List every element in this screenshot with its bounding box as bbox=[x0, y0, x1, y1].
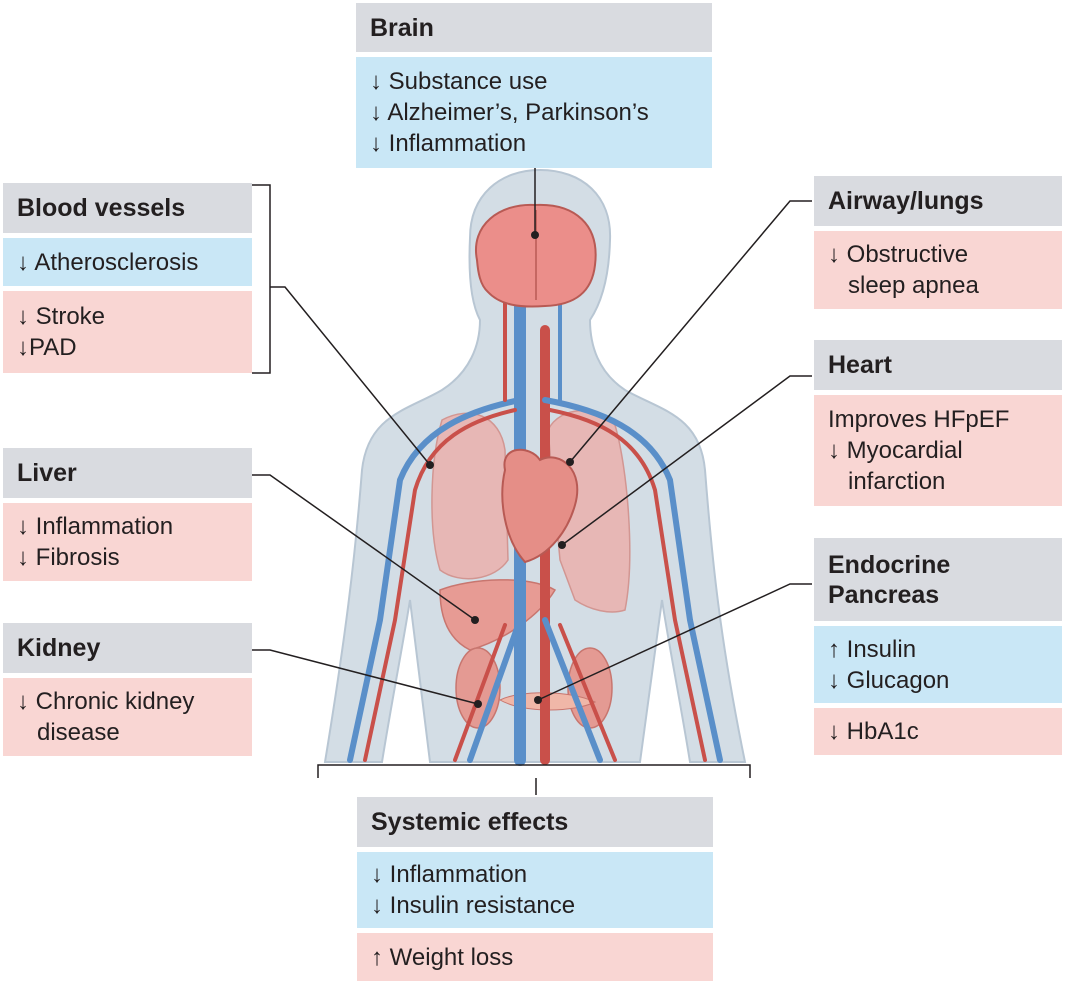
liver-panel: Liver ↓ Inflammation ↓ Fibrosis bbox=[3, 448, 252, 581]
systemic-effect-item: ↓ Insulin resistance bbox=[371, 892, 576, 919]
heart bbox=[501, 448, 579, 564]
endocrine-blue-effects: ↑ Insulin ↓ Glucagon bbox=[814, 626, 1062, 703]
airway-effect-item: ↓ Obstructive bbox=[828, 241, 969, 268]
blood-vessels-blue-effects: ↓ Atherosclerosis bbox=[3, 238, 252, 286]
blood-vessels-title: Blood vessels bbox=[17, 194, 186, 222]
brain-panel: Brain ↓ Substance use ↓ Alzheimer’s, Par… bbox=[356, 3, 712, 168]
endocrine-header: Endocrine Pancreas bbox=[814, 538, 1062, 621]
brain-title: Brain bbox=[370, 13, 434, 42]
liver-effects: ↓ Inflammation ↓ Fibrosis bbox=[3, 503, 252, 581]
brain-effects: ↓ Substance use ↓ Alzheimer’s, Parkinson… bbox=[356, 57, 712, 168]
systemic-blue-effects: ↓ Inflammation ↓ Insulin resistance bbox=[357, 852, 713, 928]
heart-effect-item: ↓ Myocardial bbox=[828, 437, 963, 464]
endocrine-effect-item: ↓ HbA1c bbox=[828, 718, 919, 745]
airway-title: Airway/lungs bbox=[828, 187, 984, 215]
brain-effect-item: ↓ Alzheimer’s, Parkinson’s bbox=[370, 99, 649, 126]
airway-effects: ↓ Obstructive sleep apnea bbox=[814, 231, 1062, 309]
systemic-pink-effects: ↑ Weight loss bbox=[357, 933, 713, 981]
kidney-title: Kidney bbox=[17, 634, 101, 662]
kidney-effect-item: disease bbox=[17, 719, 120, 746]
endocrine-title: Endocrine Pancreas bbox=[828, 550, 951, 609]
kidney-effects: ↓ Chronic kidney disease bbox=[3, 678, 252, 756]
endocrine-panel: Endocrine Pancreas ↑ Insulin ↓ Glucagon … bbox=[814, 538, 1062, 755]
leader-dots bbox=[426, 231, 574, 708]
liver bbox=[439, 579, 557, 651]
brain-effect-item: ↓ Substance use bbox=[370, 68, 548, 95]
blood-vessels-header: Blood vessels bbox=[3, 183, 252, 233]
systemic-header: Systemic effects bbox=[357, 797, 713, 847]
endocrine-pink-effects: ↓ HbA1c bbox=[814, 708, 1062, 755]
brain-effect-item: ↓ Inflammation bbox=[370, 130, 527, 157]
liver-title: Liver bbox=[17, 459, 77, 487]
blood-vessels-panel: Blood vessels ↓ Atherosclerosis ↓ Stroke… bbox=[3, 183, 252, 373]
endocrine-effect-item: ↓ Glucagon bbox=[828, 666, 950, 694]
systemic-panel: Systemic effects ↓ Inflammation ↓ Insuli… bbox=[357, 797, 713, 981]
endocrine-effect-item: ↑ Insulin bbox=[828, 635, 917, 663]
airway-header: Airway/lungs bbox=[814, 176, 1062, 226]
heart-header: Heart bbox=[814, 340, 1062, 390]
heart-panel: Heart Improves HFpEF ↓ Myocardial infarc… bbox=[814, 340, 1062, 506]
kidney-effect-item: ↓ Chronic kidney bbox=[17, 688, 195, 715]
blood-vessels-effect-item: ↓ Stroke bbox=[17, 303, 106, 330]
systemic-effect-item: ↓ Inflammation bbox=[371, 861, 528, 888]
vessels bbox=[347, 288, 723, 766]
kidney-panel: Kidney ↓ Chronic kidney disease bbox=[3, 623, 252, 756]
heart-title: Heart bbox=[828, 351, 892, 379]
airway-effect-item: sleep apnea bbox=[828, 272, 979, 299]
heart-effect-item: Improves HFpEF bbox=[828, 406, 1010, 433]
heart-effects: Improves HFpEF ↓ Myocardial infarction bbox=[814, 395, 1062, 506]
blood-vessels-effect-item: ↓PAD bbox=[17, 334, 77, 361]
systemic-title: Systemic effects bbox=[371, 808, 569, 836]
airway-panel: Airway/lungs ↓ Obstructive sleep apnea bbox=[814, 176, 1062, 309]
heart-effect-item: infarction bbox=[828, 468, 946, 495]
left-lung bbox=[431, 412, 509, 580]
kidney-header: Kidney bbox=[3, 623, 252, 673]
brain-header: Brain bbox=[356, 3, 712, 52]
liver-effect-item: ↓ Fibrosis bbox=[17, 544, 120, 571]
systemic-effect-item: ↑ Weight loss bbox=[371, 943, 514, 971]
blood-vessels-pink-effects: ↓ Stroke ↓PAD bbox=[3, 291, 252, 373]
liver-effect-item: ↓ Inflammation bbox=[17, 513, 174, 540]
liver-header: Liver bbox=[3, 448, 252, 498]
blood-vessels-effect-item: ↓ Atherosclerosis bbox=[17, 248, 199, 276]
leader-lines bbox=[252, 167, 812, 795]
